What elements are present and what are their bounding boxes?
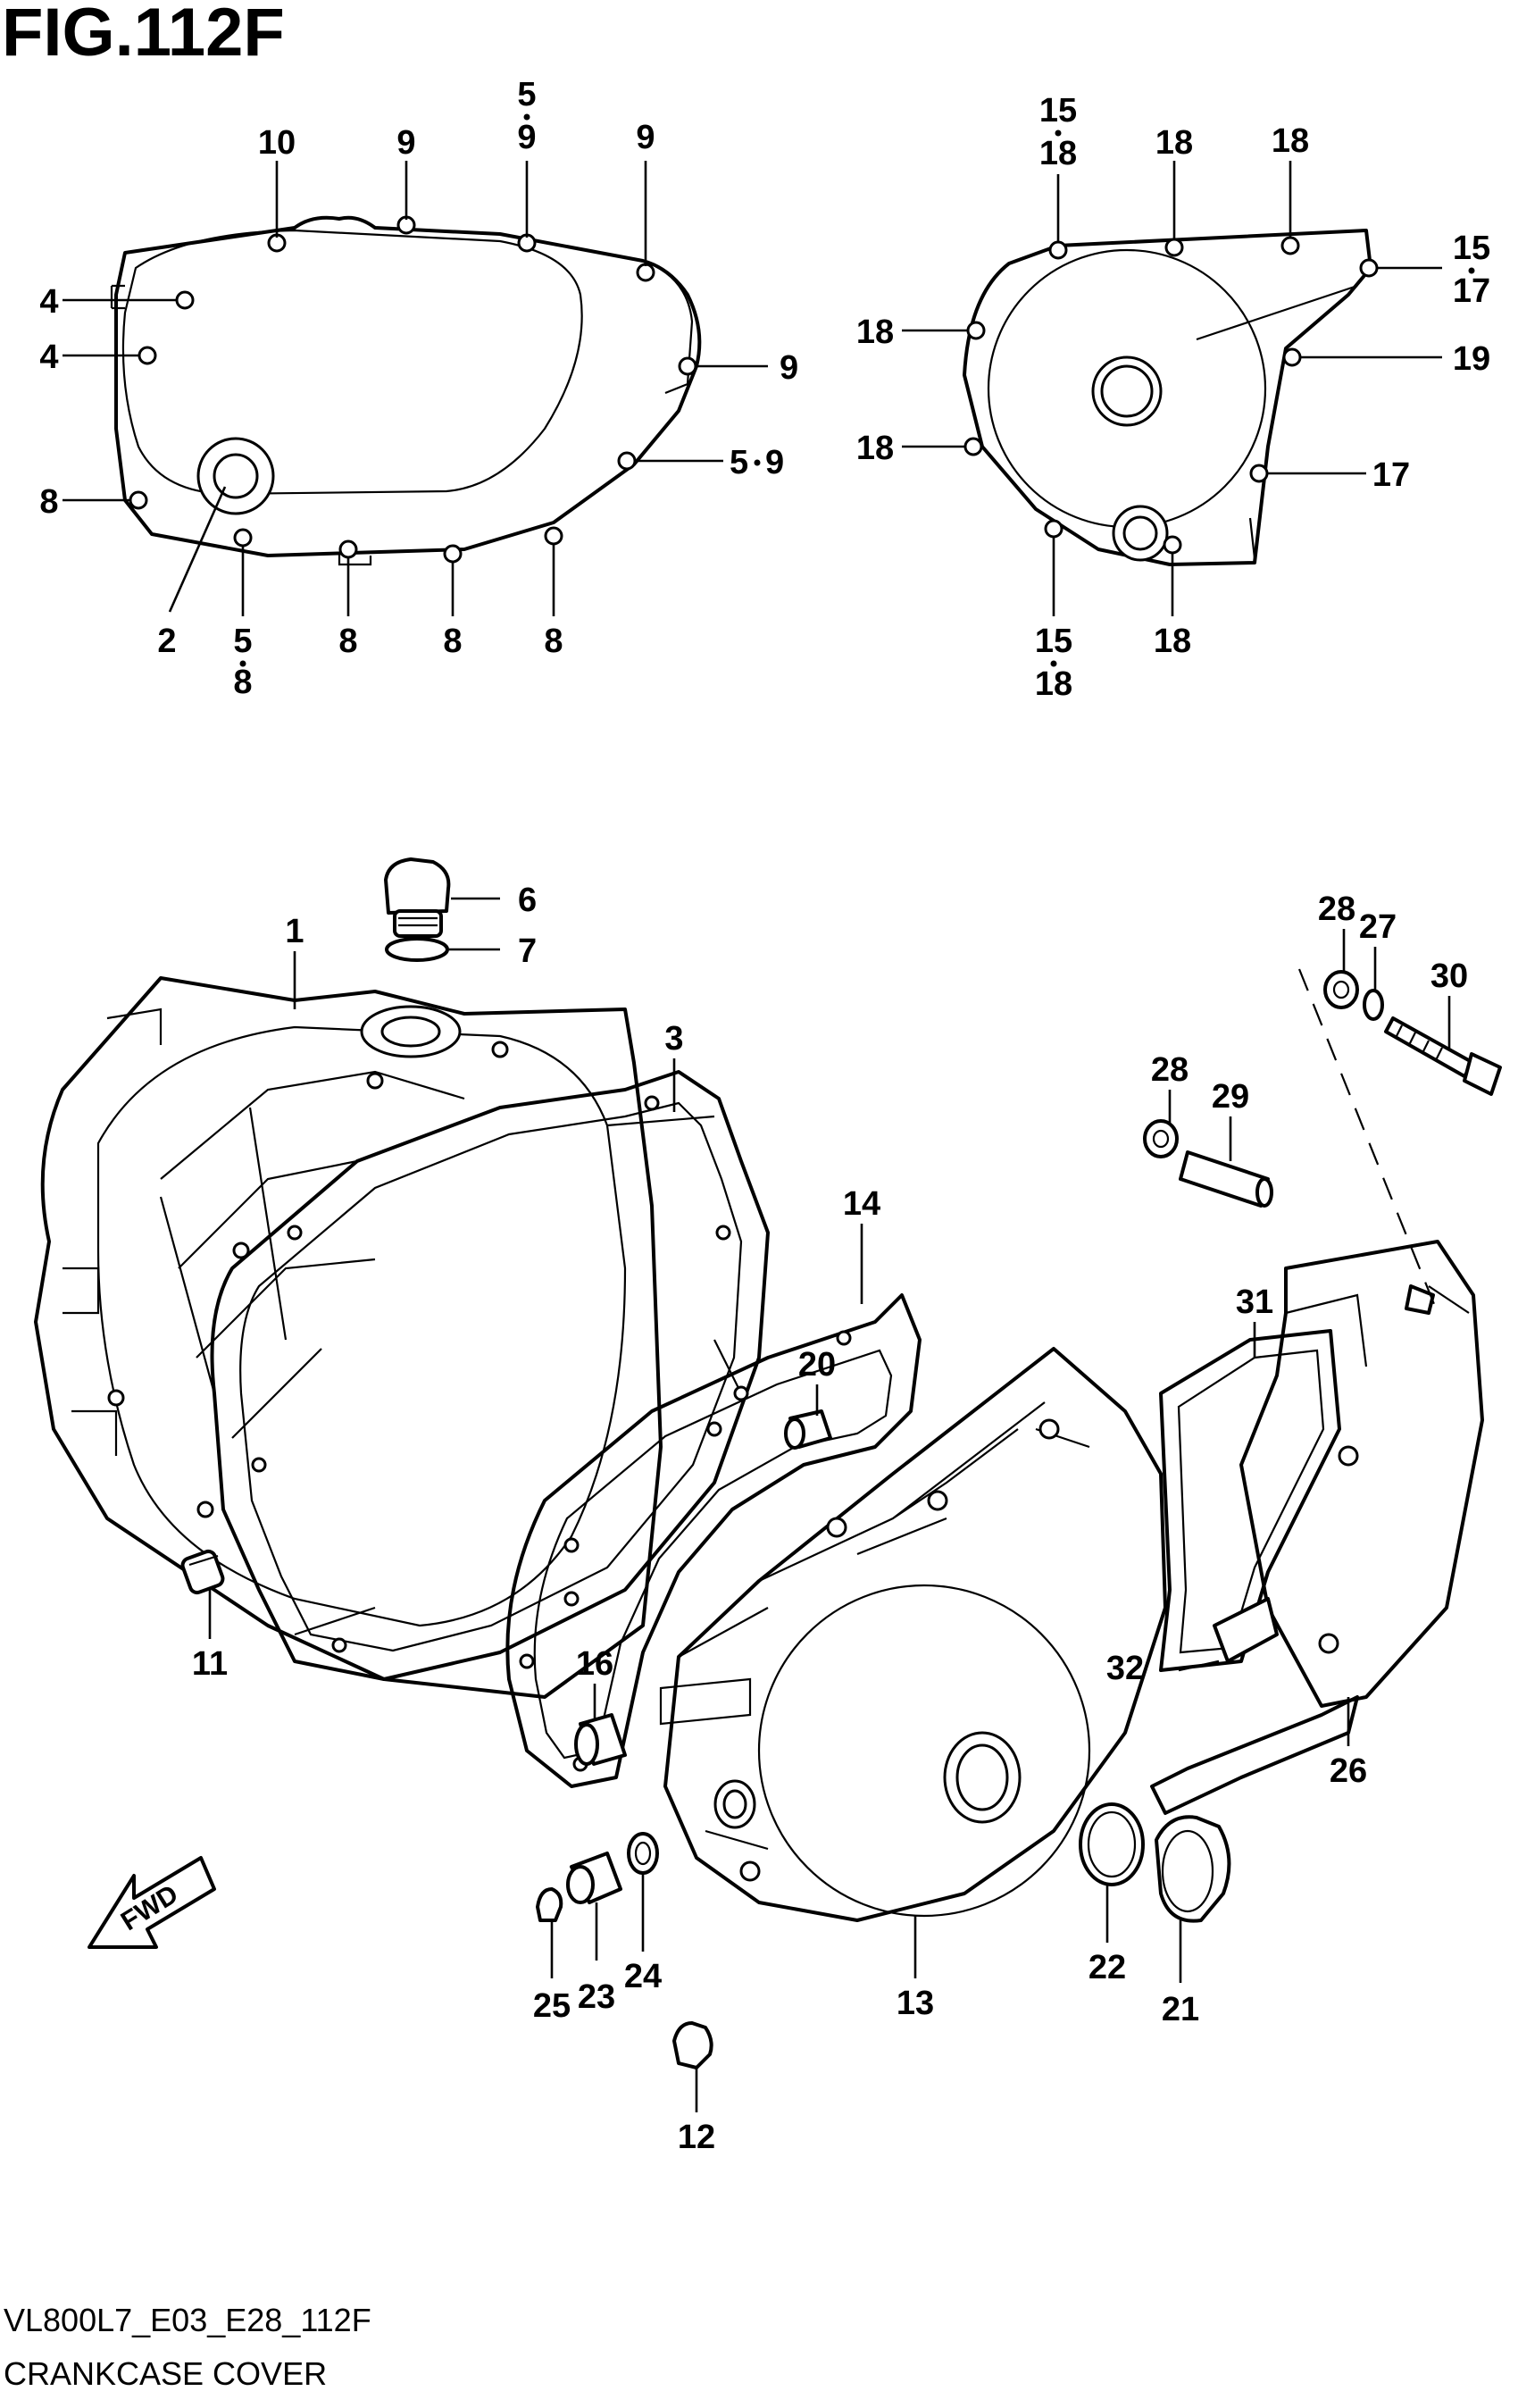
callout-15: 15	[1453, 230, 1490, 267]
callout-9: 9	[517, 119, 536, 156]
cap-25	[536, 1887, 563, 1922]
callout-29: 29	[1212, 1078, 1249, 1116]
left-cover-labels: 10 9 5 9 9 4 4 9 8 5 9 2 5 8 8 8 8	[39, 76, 798, 701]
callout-9: 9	[396, 124, 415, 162]
callout-22: 22	[1088, 1949, 1126, 1986]
callout-17: 17	[1372, 456, 1410, 494]
callout-14: 14	[843, 1185, 880, 1223]
figure-title: FIG.112F	[2, 0, 285, 71]
exploded-leaders	[208, 897, 1451, 2112]
callout-18: 18	[1039, 135, 1077, 172]
callout-7: 7	[518, 932, 537, 970]
callout-5: 5	[730, 444, 748, 481]
filler-cap-o-ring	[385, 937, 449, 962]
plug-11	[180, 1549, 225, 1595]
callout-19: 19	[1453, 340, 1490, 378]
callout-21: 21	[1162, 1991, 1199, 2028]
side-cover-bracket-31	[1159, 1329, 1341, 1672]
side-cover-spacer-32	[1213, 1597, 1279, 1663]
callout-8: 8	[233, 664, 252, 701]
right-cover-labels: 15 18 18 18 18 18 15 17 19 17 15 18 18	[856, 92, 1490, 703]
callout-3: 3	[664, 1020, 683, 1058]
assembly-dashed-line	[1297, 968, 1439, 1314]
side-cover	[1239, 1240, 1484, 1708]
callout-28: 28	[1151, 1051, 1189, 1089]
callout-4: 4	[39, 339, 58, 376]
collar-29	[1179, 1150, 1273, 1208]
callout-24: 24	[624, 1958, 662, 1995]
gasket-24	[627, 1832, 659, 1875]
callout-20: 20	[798, 1346, 836, 1384]
callout-5: 5	[233, 623, 252, 660]
timing-plug-o-ring	[1079, 1802, 1145, 1886]
callout-12: 12	[678, 2119, 715, 2156]
callout-2: 2	[157, 623, 176, 660]
bolt-30	[1384, 1016, 1502, 1096]
callout-25: 25	[533, 1987, 571, 2025]
drawing-caption: CRANKCASE COVER	[4, 2355, 327, 2392]
grommet-28-upper	[1323, 970, 1359, 1009]
callout-18: 18	[1035, 665, 1072, 703]
fwd-arrow-icon: FWD	[88, 1856, 216, 1949]
callout-6: 6	[518, 882, 537, 919]
dowel-pin-20	[784, 1409, 832, 1450]
callout-10: 10	[258, 124, 296, 162]
callout-1: 1	[285, 913, 304, 950]
grommet-28-lower	[1143, 1119, 1179, 1158]
right-cover-leaders	[902, 161, 1442, 616]
callout-15: 15	[1035, 623, 1072, 660]
side-cover-stay	[1150, 1695, 1359, 1815]
callout-5: 5	[517, 76, 536, 113]
callout-8: 8	[338, 623, 357, 660]
callout-17: 17	[1453, 272, 1490, 310]
callout-15: 15	[1039, 92, 1077, 130]
clutch-cover-gasket	[210, 1070, 770, 1681]
callout-28: 28	[1318, 890, 1355, 928]
washer-27	[1363, 989, 1384, 1021]
callout-18: 18	[1272, 122, 1309, 160]
drawing-code: VL800L7_E03_E28_112F	[4, 2302, 371, 2338]
callout-30: 30	[1430, 957, 1468, 995]
callout-16: 16	[576, 1645, 613, 1683]
callout-31: 31	[1236, 1283, 1273, 1321]
callout-8: 8	[39, 483, 58, 521]
callout-13: 13	[897, 1985, 934, 2022]
left-cover-leaders	[63, 161, 768, 616]
callout-8: 8	[544, 623, 563, 660]
callout-26: 26	[1330, 1752, 1367, 1790]
callout-23: 23	[578, 1978, 615, 2016]
plug-23	[566, 1852, 622, 1904]
oil-filler-cap	[384, 857, 451, 938]
plug-12	[672, 2021, 713, 2069]
exploded-labels: 6 7 1 3 14 20 11 16 28 27 30 28 29 31 32…	[192, 882, 1468, 2156]
clutch-cover	[34, 976, 663, 1699]
left-cover-outline	[110, 215, 702, 566]
callout-18: 18	[856, 430, 894, 467]
callout-18: 18	[1155, 124, 1193, 162]
callout-9: 9	[765, 444, 784, 481]
callout-18: 18	[856, 314, 894, 351]
callout-8: 8	[443, 623, 462, 660]
callout-11: 11	[192, 1645, 228, 1683]
timing-inspection-cap	[1155, 1815, 1231, 1923]
right-cover-outline	[963, 229, 1379, 566]
generator-cover-gasket	[505, 1293, 922, 1788]
callout-32: 32	[1106, 1650, 1144, 1687]
callout-9: 9	[780, 349, 798, 387]
callout-9: 9	[636, 119, 655, 156]
dowel-pin-16	[574, 1713, 627, 1766]
callout-27: 27	[1359, 908, 1397, 946]
callout-4: 4	[39, 283, 58, 321]
generator-cover	[659, 1347, 1167, 1922]
callout-18: 18	[1154, 623, 1191, 660]
